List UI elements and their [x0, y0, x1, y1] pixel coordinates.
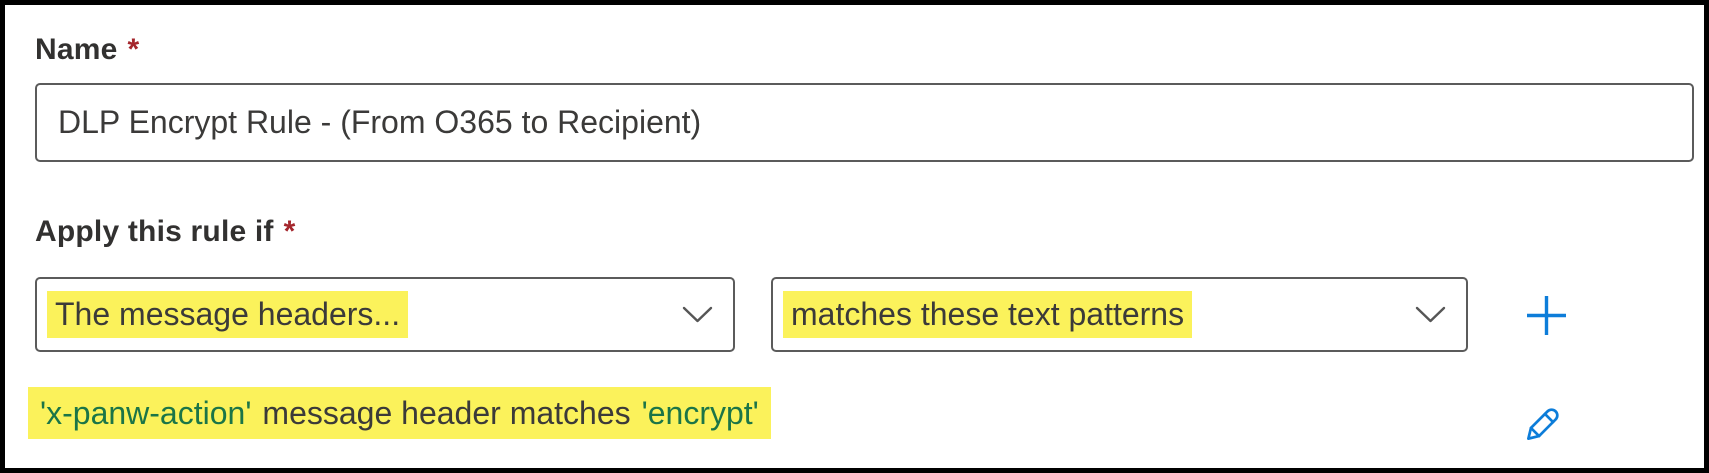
name-label-text: Name	[35, 33, 118, 66]
condition-property-dropdown[interactable]: The message headers...	[35, 277, 735, 352]
condition-summary-text: message header matches	[262, 395, 631, 431]
name-field-label: Name *	[35, 33, 139, 67]
rule-name-input[interactable]	[35, 83, 1694, 162]
pencil-icon	[1517, 408, 1567, 454]
chevron-down-icon	[682, 306, 713, 323]
condition-header-value: 'encrypt'	[641, 395, 759, 431]
chevron-down-icon	[1415, 306, 1446, 323]
condition-property-selected-value: The message headers...	[47, 291, 409, 338]
apply-rule-if-label-text: Apply this rule if	[35, 215, 274, 248]
condition-operator-dropdown[interactable]: matches these text patterns	[771, 277, 1468, 352]
condition-summary: 'x-panw-action' message header matches 'en…	[28, 387, 771, 439]
condition-summary-highlight: 'x-panw-action' message header matches 'en…	[28, 387, 771, 439]
required-asterisk: *	[283, 215, 296, 248]
add-condition-button[interactable]	[1525, 294, 1568, 337]
condition-operator-selected-value: matches these text patterns	[783, 291, 1193, 338]
condition-header-name: 'x-panw-action'	[40, 395, 252, 431]
edit-condition-button[interactable]	[1517, 399, 1567, 451]
plus-icon	[1525, 296, 1568, 340]
apply-rule-if-label: Apply this rule if *	[35, 215, 296, 249]
required-asterisk: *	[127, 33, 140, 66]
